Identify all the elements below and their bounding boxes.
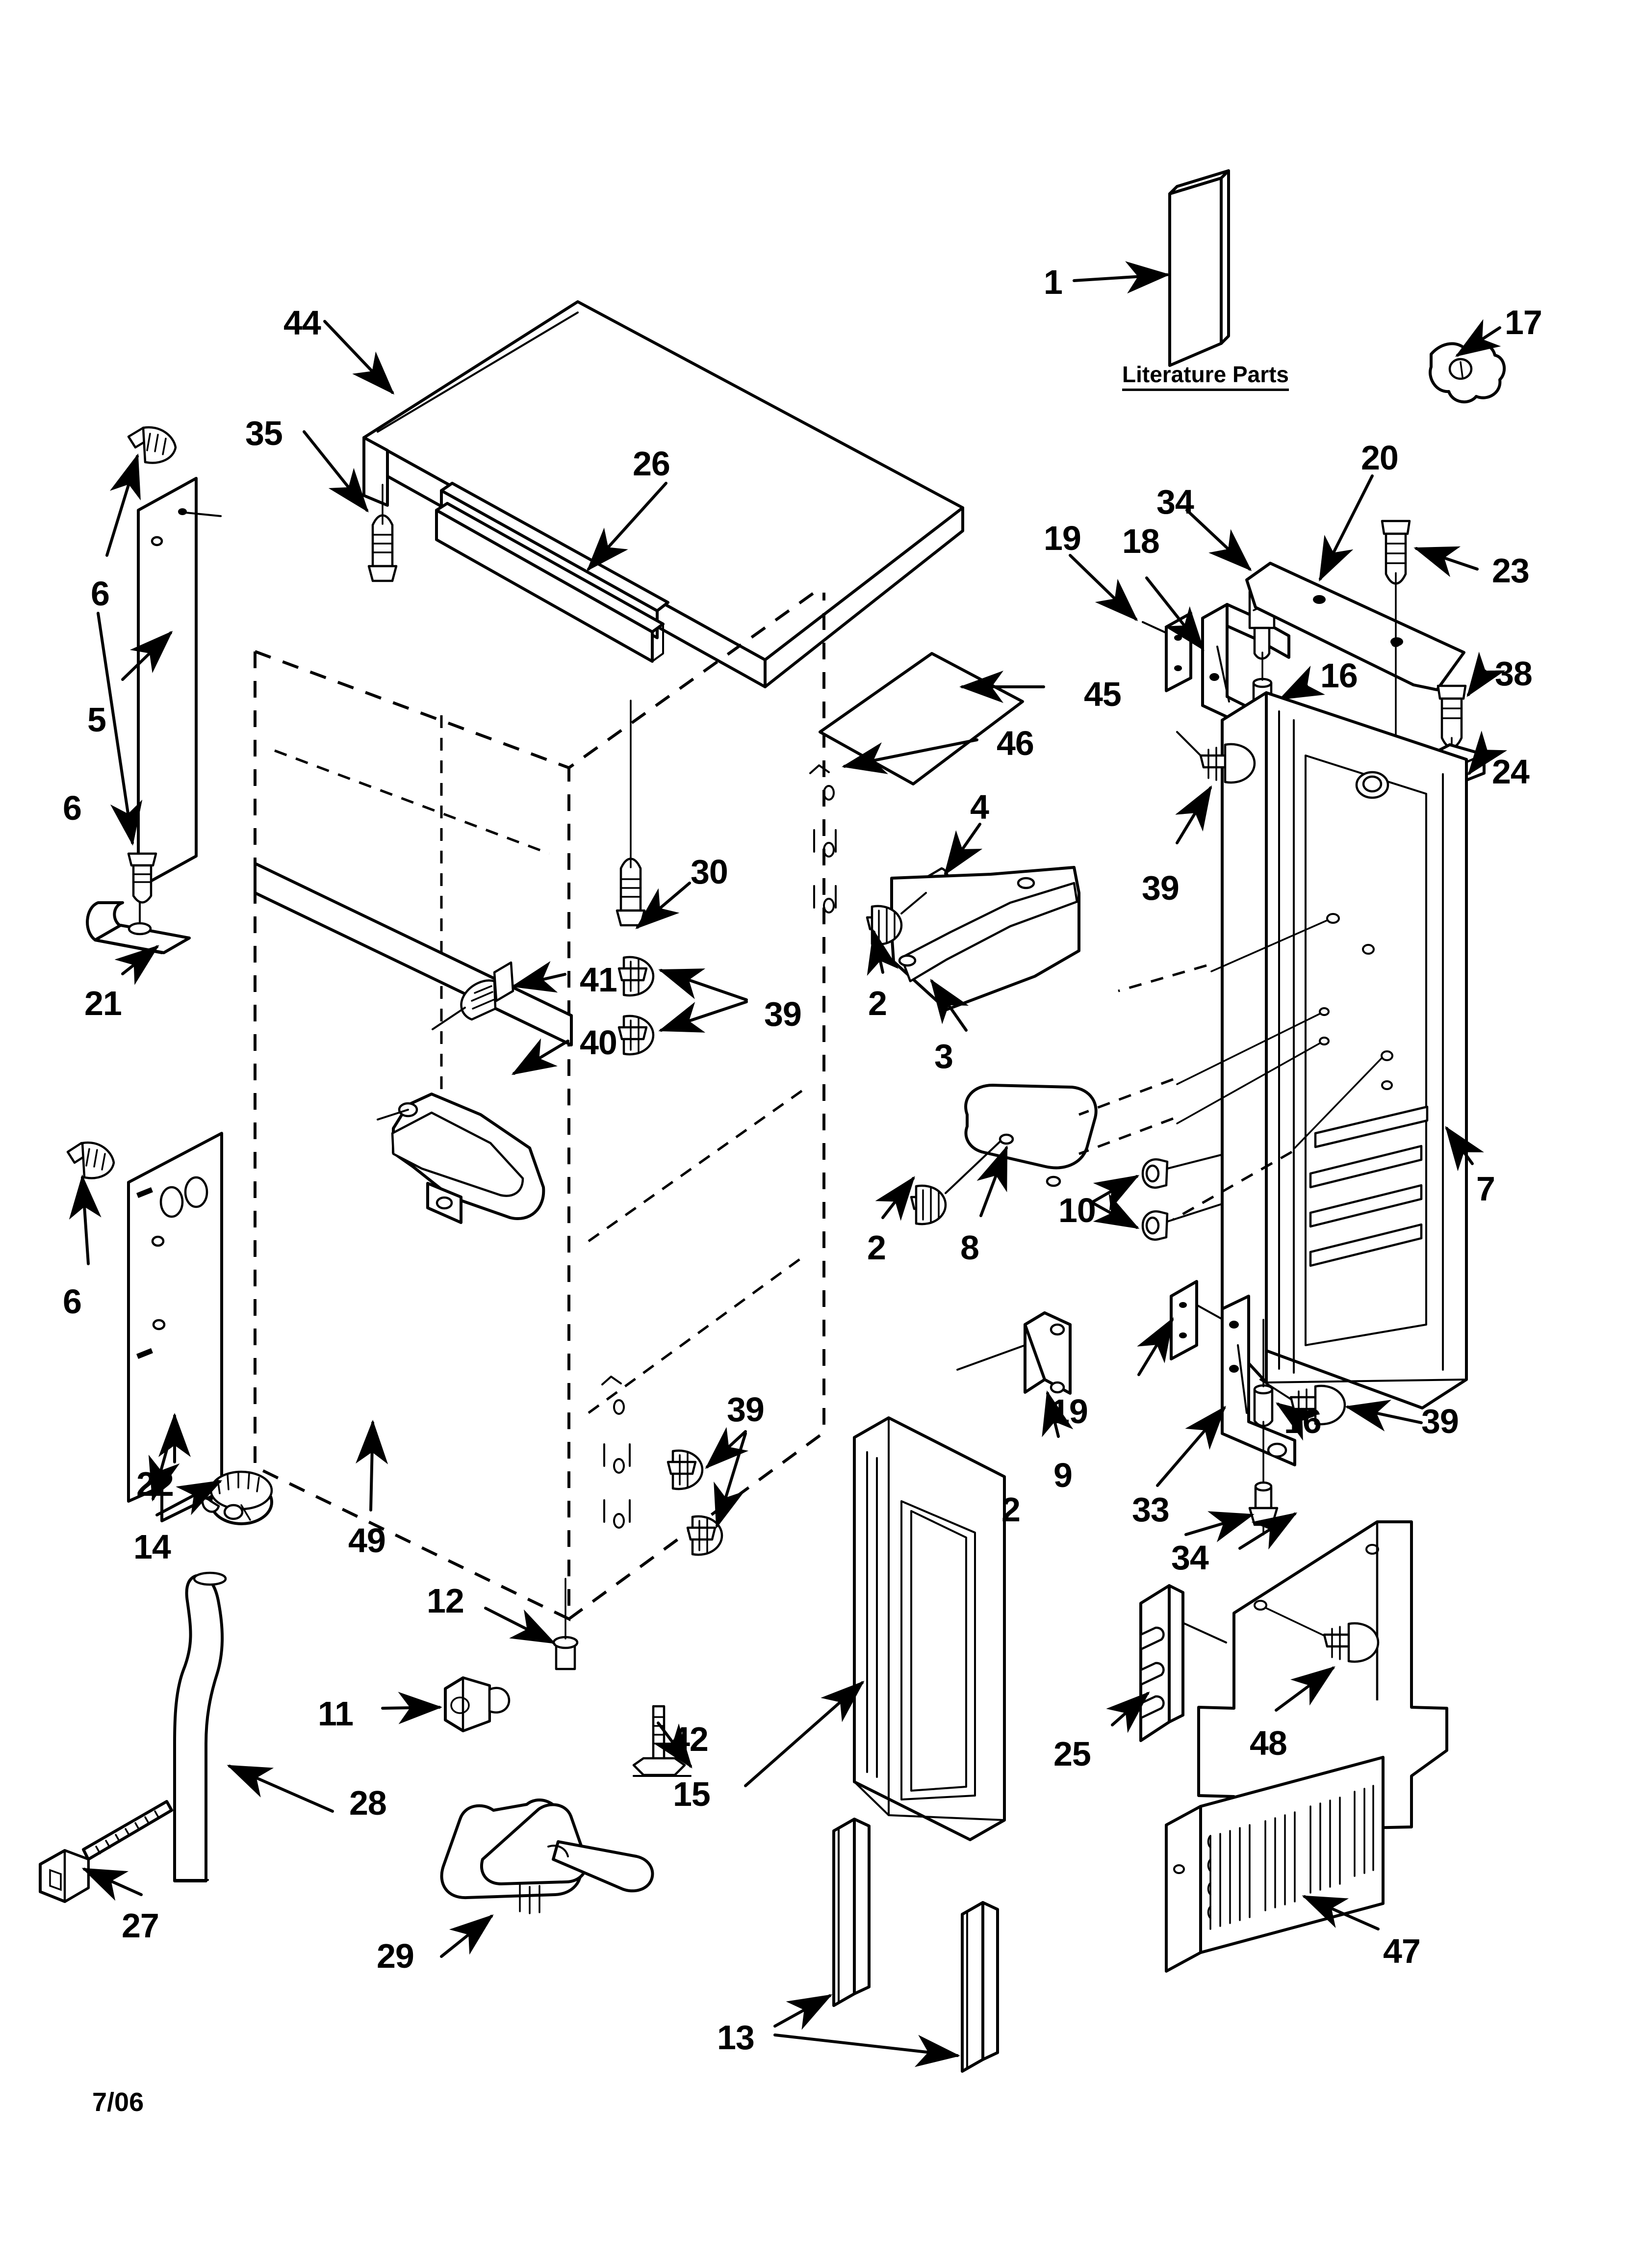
callout-number-29: 29 bbox=[377, 1937, 414, 1975]
callout-number-35: 35 bbox=[245, 414, 283, 452]
callout-number-45: 45 bbox=[1084, 675, 1122, 713]
callout-number-6: 6 bbox=[91, 574, 110, 613]
part-39-screw-door-bottom bbox=[1259, 1379, 1346, 1426]
callout-number-34: 34 bbox=[1156, 483, 1194, 521]
callout-number-19: 19 bbox=[1051, 1392, 1088, 1431]
part-34-screw-panel bbox=[1323, 1622, 1380, 1663]
part-25-bracket-plate bbox=[1139, 1584, 1227, 1742]
callout-number-7: 7 bbox=[1476, 1170, 1495, 1208]
part-22-side-panel-lower bbox=[127, 1132, 223, 1522]
callout-number-5: 5 bbox=[87, 701, 106, 739]
part-13-trim-strip-left bbox=[832, 1818, 871, 2007]
callout-number-2: 2 bbox=[868, 984, 887, 1022]
callout-number-17: 17 bbox=[1505, 303, 1542, 341]
callout-number-24: 24 bbox=[1492, 753, 1530, 791]
callout-number-9: 9 bbox=[1053, 1456, 1073, 1494]
part-15-door-frame bbox=[853, 1416, 1006, 1841]
part-10-grommets bbox=[1141, 1153, 1226, 1241]
callout-number-21: 21 bbox=[84, 984, 122, 1022]
callout-number-25: 25 bbox=[1053, 1735, 1091, 1773]
part-41-push-pin bbox=[432, 961, 514, 1030]
callout-number-26: 26 bbox=[633, 444, 670, 483]
callout-number-23: 23 bbox=[1492, 551, 1530, 590]
group-label-0: Literature Parts bbox=[1122, 363, 1289, 391]
part-6-screw-middle bbox=[127, 852, 157, 904]
callout-number-22: 22 bbox=[136, 1465, 174, 1503]
callout-number-15: 15 bbox=[673, 1775, 711, 1813]
callout-number-33: 33 bbox=[1132, 1490, 1170, 1529]
callout-number-44: 44 bbox=[283, 304, 321, 342]
callout-number-16: 16 bbox=[1284, 1402, 1322, 1440]
part-39-screws-left-upper bbox=[617, 956, 655, 1056]
callout-number-12: 12 bbox=[427, 1582, 464, 1620]
part-30-screw bbox=[616, 700, 646, 927]
callout-number-42: 42 bbox=[671, 1720, 709, 1758]
callout-number-6: 6 bbox=[63, 789, 82, 827]
part-6-screw-lower bbox=[66, 1141, 115, 1179]
part-3-bracket bbox=[890, 866, 1080, 1011]
callout-number-16: 16 bbox=[1320, 656, 1358, 695]
part-7-door-panel bbox=[1078, 691, 1468, 1409]
callout-number-10: 10 bbox=[1058, 1191, 1096, 1229]
part-1-literature bbox=[1168, 169, 1230, 367]
callout-number-40: 40 bbox=[580, 1023, 617, 1062]
callout-number-20: 20 bbox=[1361, 439, 1399, 477]
callout-number-30: 30 bbox=[691, 853, 728, 891]
part-39-screw-door-top bbox=[1176, 731, 1256, 784]
part-16-bushing-lower bbox=[1253, 1319, 1274, 1498]
part-13-trim-strip-right bbox=[961, 1901, 999, 2073]
callout-number-27: 27 bbox=[122, 1906, 159, 1945]
part-35-screw bbox=[367, 484, 398, 582]
callout-number-8: 8 bbox=[960, 1228, 979, 1267]
callout-number-1: 1 bbox=[1044, 263, 1063, 301]
part-27-cable-tie bbox=[39, 1800, 173, 1903]
callout-number-13: 13 bbox=[717, 2018, 755, 2057]
callout-number-14: 14 bbox=[133, 1528, 171, 1566]
part-11-retainer bbox=[444, 1676, 511, 1732]
part-12-bumper bbox=[552, 1578, 579, 1670]
part-40-bracket bbox=[377, 1093, 545, 1224]
callout-number-38: 38 bbox=[1495, 654, 1533, 693]
callout-number-46: 46 bbox=[997, 724, 1034, 762]
part-49-cabinet-outline bbox=[254, 591, 837, 1621]
callout-number-48: 48 bbox=[1250, 1724, 1287, 1762]
callout-number-28: 28 bbox=[349, 1784, 387, 1822]
part-6-screw-upper bbox=[127, 426, 177, 464]
part-21-cord-clamp bbox=[86, 901, 191, 954]
callout-number-11: 11 bbox=[318, 1694, 354, 1733]
callout-number-2: 2 bbox=[1001, 1490, 1021, 1529]
part-28-drain-tube bbox=[173, 1571, 227, 1882]
part-17-clip bbox=[1429, 342, 1506, 404]
part-26-top-rail bbox=[435, 482, 669, 663]
callout-number-34: 34 bbox=[1171, 1538, 1209, 1577]
part-5-side-panel-upper bbox=[137, 477, 222, 889]
part-2-screw-lower bbox=[910, 1140, 1001, 1225]
part-39-screws-left-lower bbox=[667, 1449, 723, 1556]
callout-number-39: 39 bbox=[727, 1390, 765, 1429]
date-stamp: 7/06 bbox=[92, 2087, 144, 2117]
part-9-hinge-pin-block bbox=[956, 1311, 1072, 1395]
part-29-handle bbox=[440, 1799, 654, 1914]
callout-number-4: 4 bbox=[970, 788, 989, 826]
callout-number-6: 6 bbox=[63, 1282, 82, 1321]
part-20-bracket-bar bbox=[1245, 562, 1465, 691]
callout-number-49: 49 bbox=[348, 1521, 386, 1560]
callout-number-39: 39 bbox=[1421, 1402, 1459, 1440]
callout-number-47: 47 bbox=[1383, 1932, 1421, 1970]
callout-number-39: 39 bbox=[1142, 869, 1180, 907]
part-8-bracket bbox=[964, 1084, 1098, 1187]
callout-number-2: 2 bbox=[867, 1228, 886, 1267]
callout-number-3: 3 bbox=[934, 1037, 953, 1075]
callout-number-39: 39 bbox=[764, 995, 802, 1033]
callout-number-41: 41 bbox=[580, 961, 617, 999]
callout-number-19: 19 bbox=[1044, 519, 1081, 557]
callout-number-18: 18 bbox=[1122, 522, 1160, 560]
